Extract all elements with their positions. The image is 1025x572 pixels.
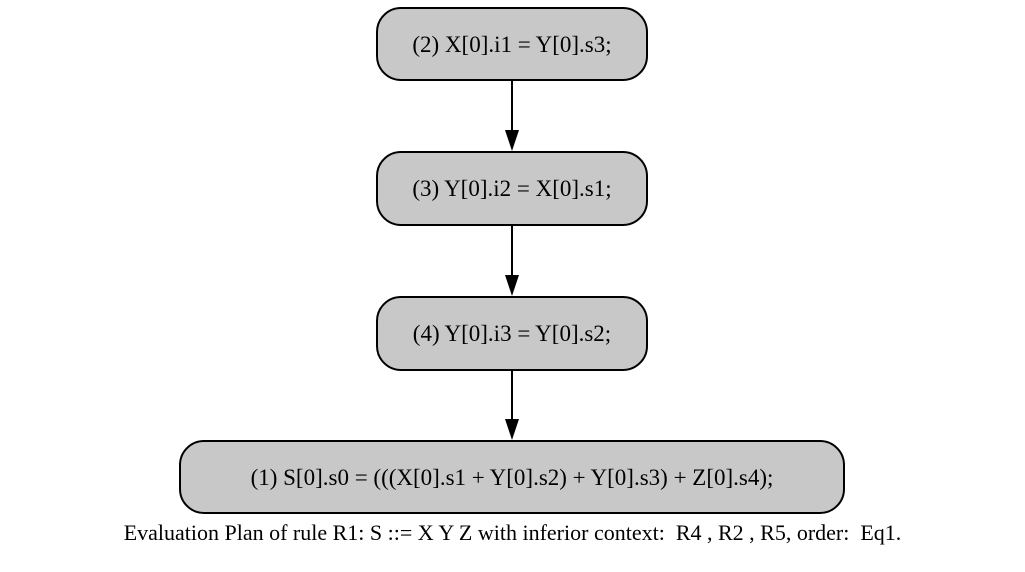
- node-4: (4) Y[0].i3 = Y[0].s2;: [376, 296, 648, 371]
- node-1: (1) S[0].s0 = (((X[0].s1 + Y[0].s2) + Y[…: [179, 440, 845, 514]
- edge-n2-n3: [505, 80, 519, 151]
- edges: [505, 80, 519, 440]
- node-2: (2) X[0].i1 = Y[0].s3;: [376, 7, 648, 81]
- edge-n3-n4: [505, 225, 519, 296]
- edge-n4-n1: [505, 370, 519, 440]
- node-1-label: (1) S[0].s0 = (((X[0].s1 + Y[0].s2) + Y[…: [251, 465, 774, 490]
- node-2-label: (2) X[0].i1 = Y[0].s3;: [412, 32, 611, 57]
- diagram-caption: Evaluation Plan of rule R1: S ::= X Y Z …: [123, 520, 902, 545]
- node-3-label: (3) Y[0].i2 = X[0].s1;: [412, 176, 611, 201]
- node-3: (3) Y[0].i2 = X[0].s1;: [376, 151, 648, 226]
- node-4-label: (4) Y[0].i3 = Y[0].s2;: [413, 321, 611, 346]
